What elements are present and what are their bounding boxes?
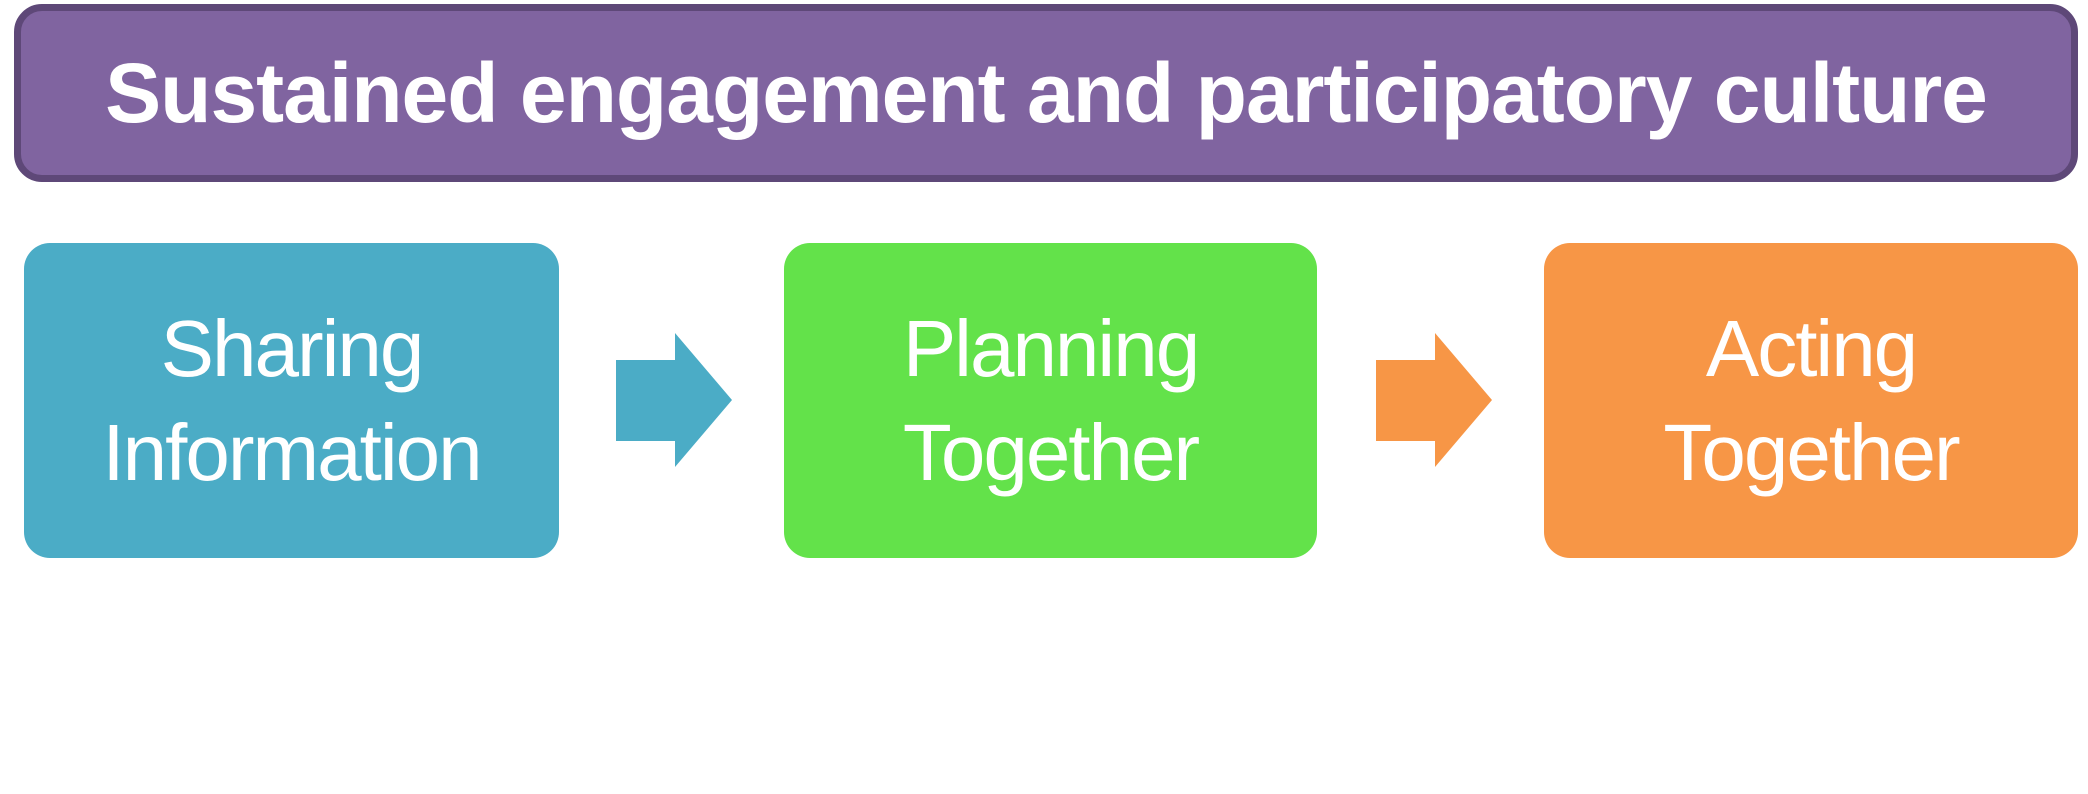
- right-arrow-icon: [1376, 333, 1492, 467]
- step-planning-together: Planning Together: [784, 243, 1317, 558]
- step-sharing-information: Sharing Information: [24, 243, 559, 558]
- step-label-line: Together: [902, 407, 1200, 497]
- right-arrow-icon: [616, 333, 732, 467]
- step-label-line: Acting: [1705, 303, 1918, 393]
- header-banner: Sustained engagement and participatory c…: [14, 4, 2078, 182]
- step-label-line: Together: [1663, 407, 1960, 497]
- step-label-line: Sharing: [160, 303, 425, 393]
- step-acting-together: Acting Together: [1544, 243, 2078, 558]
- step-label-line: Planning: [902, 303, 1200, 393]
- step-label-line: Information: [102, 407, 482, 497]
- header-title: Sustained engagement and participatory c…: [105, 45, 1988, 140]
